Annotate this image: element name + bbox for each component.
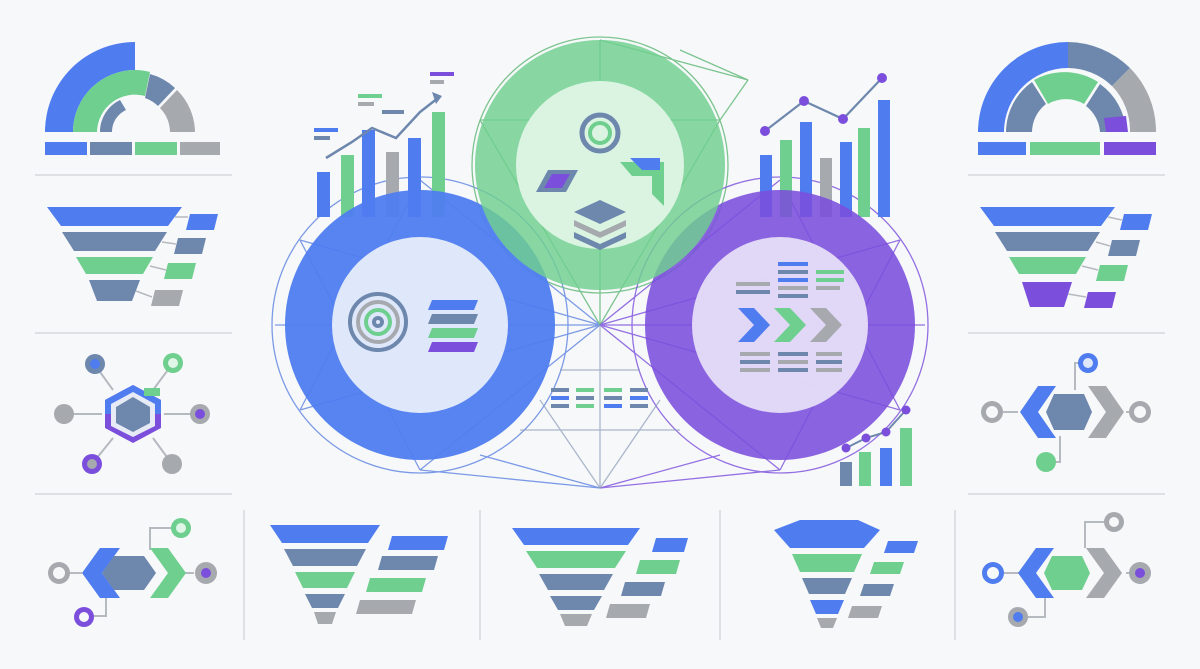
parallelogram-icon [536,170,578,192]
chevron-hub-left-tile [48,518,217,627]
chevron-hub-right-tile-1 [981,353,1151,472]
text-lines-icon [736,262,844,372]
ring-icon [579,112,621,154]
chevron-hub-right-tile-2 [982,512,1151,627]
grid-lines [35,174,1165,640]
hexagon-hub-left-tile [54,353,210,474]
stacked-bars-icon [428,300,478,352]
bar-chart-small [840,405,912,486]
mini-table-icon [551,388,648,408]
green-circle [475,40,725,290]
layers-icon [574,200,626,250]
funnel-right-tile [980,207,1152,308]
gauge-left-tile [45,42,220,155]
funnel-bottom-tile-1 [270,525,448,624]
target-rings-icon [348,292,408,352]
growth-arrow-icon [620,158,664,206]
process-chevrons-icon [738,308,842,342]
funnel-bottom-tile-2 [512,528,688,626]
funnel-left-tile [47,207,218,306]
blue-circle [285,190,555,460]
gauge-right-tile [978,42,1157,155]
pyramid-bottom-tile-3 [774,520,918,628]
